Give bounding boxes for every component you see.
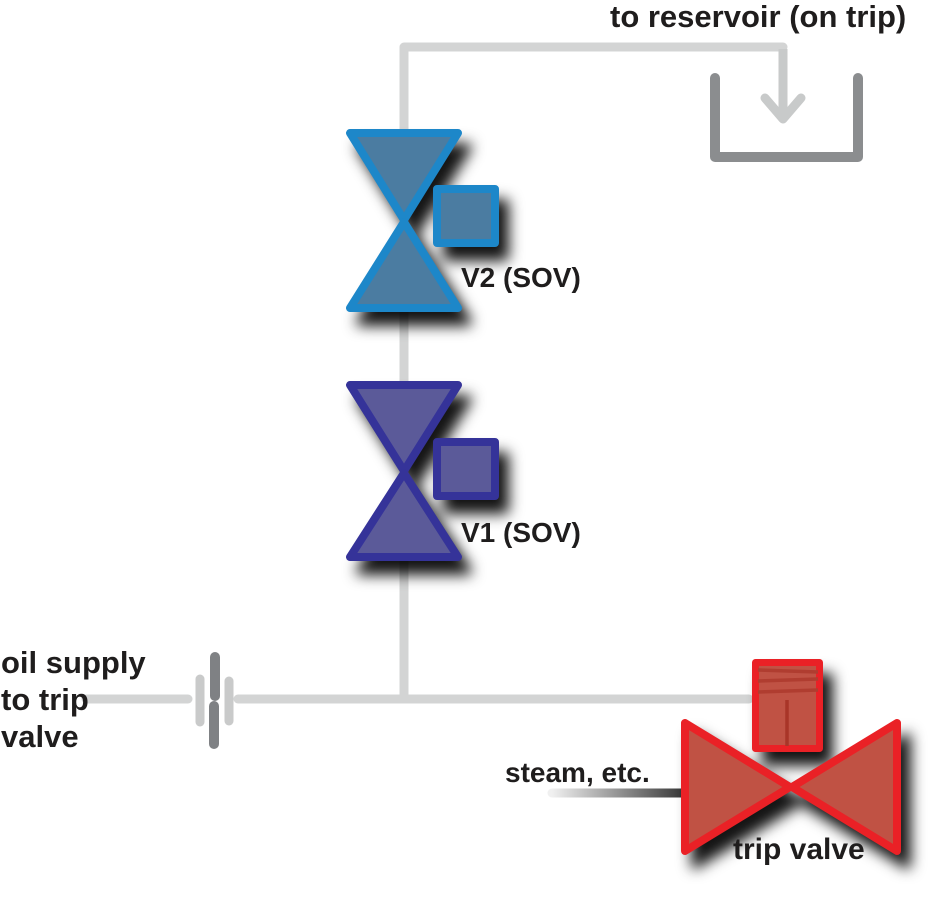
label-steam: steam, etc. — [505, 757, 650, 788]
v1-body-lower — [346, 469, 462, 561]
v2-valve — [346, 129, 499, 312]
trip-body-right — [788, 719, 901, 855]
reservoir-tank-icon — [710, 73, 863, 162]
orifice-symbol — [195, 652, 234, 749]
actuator-stripe — [757, 677, 819, 683]
label-trip-valve: trip valve — [733, 833, 865, 866]
v1-solenoid-actuator — [433, 438, 499, 500]
v2-body-upper — [346, 129, 462, 224]
trip-body-left — [681, 719, 794, 855]
label-oil-supply: oil supply to trip valve — [1, 645, 146, 754]
trip-actuator-stripes — [757, 668, 819, 694]
pipe-to-reservoir — [399, 42, 788, 135]
label-to-reservoir: to reservoir (on trip) — [610, 0, 907, 34]
v1-body-upper — [346, 381, 462, 475]
trip-valve — [681, 659, 901, 855]
actuator-stripe — [757, 668, 819, 674]
label-v2-sov: V2 (SOV) — [461, 262, 581, 293]
label-v1-sov: V1 (SOV) — [461, 517, 581, 548]
v2-solenoid-actuator — [433, 185, 499, 247]
actuator-stripe — [757, 688, 819, 694]
v1-valve — [346, 381, 499, 561]
arrow-head-icon — [760, 93, 806, 124]
v2-body-lower — [346, 218, 462, 312]
